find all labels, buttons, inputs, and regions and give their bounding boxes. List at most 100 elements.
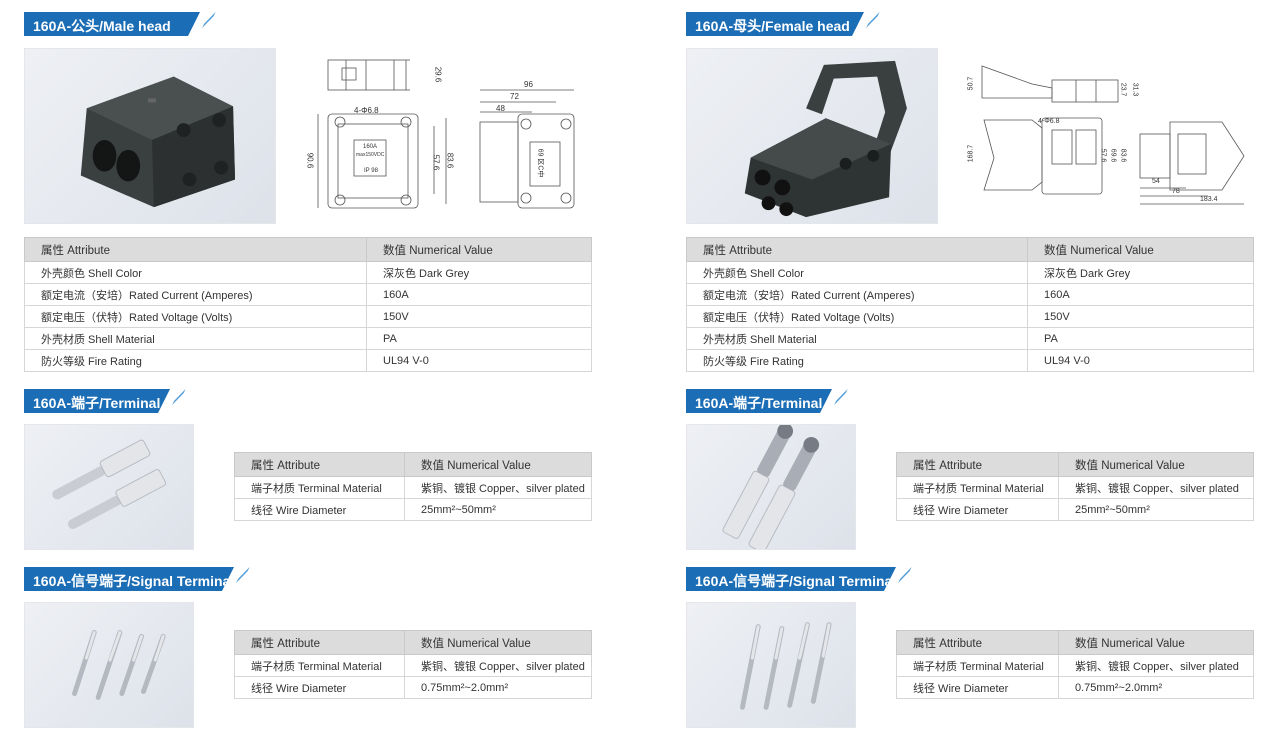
value-cell: 160A [366,283,592,306]
table-header: 属性 Attribute 数值 Numerical Value [234,452,592,477]
drawing-label: 160A [363,144,378,150]
female-head-photo [686,48,938,224]
male-head-spec-table: 属性 Attribute 数值 Numerical Value 外壳颜色 She… [24,237,592,372]
dim-78: 78 [1172,188,1180,195]
dim-29: 29.6 [433,66,443,83]
attribute-header: 属性 Attribute [896,630,1059,655]
value-cell: 160A [1027,283,1254,306]
value-cell: 150V [366,305,592,328]
value-cell: 25mm²~50mm² [1058,498,1254,521]
terminal-right-title: 160A-端子/Terminal [695,395,823,411]
dim-96: 96 [524,80,533,89]
value-cell: 150V [1027,305,1254,328]
male-head-photo [24,48,276,224]
attr-cell: 端子材质 Terminal Material [234,476,405,499]
terminal-left-banner: 160A-端子/Terminal [24,389,184,413]
attr-cell: 端子材质 Terminal Material [896,476,1059,499]
attr-cell: 外壳颜色 Shell Color [24,261,367,284]
signal-right-photo [686,602,856,728]
terminal-left-title: 160A-端子/Terminal [33,395,161,411]
table-header: 属性 Attribute 数值 Numerical Value [234,630,592,655]
terminal-left-spec-table: 属性 Attribute 数值 Numerical Value 端子材质 Ter… [234,452,592,521]
table-header: 属性 Attribute 数值 Numerical Value [896,452,1254,477]
attr-cell: 额定电压（伏特）Rated Voltage (Volts) [24,305,367,328]
attr-cell: 额定电压（伏特）Rated Voltage (Volts) [686,305,1028,328]
attr-cell: 外壳材质 Shell Material [686,327,1028,350]
value-cell: 紫铜、镀银 Copper、silver plated [404,654,592,677]
signal-right-banner: 160A-信号端子/Signal Terminal [686,567,912,591]
dim-57: 57.6 [431,154,441,171]
value-header: 数值 Numerical Value [404,452,592,477]
signal-right-title: 160A-信号端子/Signal Terminal [695,573,897,589]
attr-cell: 线径 Wire Diameter [234,498,405,521]
terminal-right-photo [686,424,856,550]
value-header: 数值 Numerical Value [1027,237,1254,262]
value-cell: 紫铜、镀银 Copper、silver plated [404,476,592,499]
female-head-banner: 160A-母头/Female head [686,12,882,36]
drawing-ip: IP 98 [364,168,378,174]
male-head-banner: 160A-公头/Male head [24,12,216,36]
value-cell: 深灰色 Dark Grey [1027,261,1254,284]
female-head-spec-table: 属性 Attribute 数值 Numerical Value 外壳颜色 She… [686,237,1254,372]
table-row: 额定电流（安培）Rated Current (Amperes)160A [686,283,1254,306]
dim-72: 72 [510,92,519,101]
male-head-drawing: 29.6 4-Φ6.8 90.6 57.6 83.6 160A max150VD… [305,52,592,220]
attr-cell: 外壳颜色 Shell Color [686,261,1028,284]
attr-cell: 端子材质 Terminal Material [896,654,1059,677]
table-header: 属性 Attribute 数值 Numerical Value [896,630,1254,655]
terminal-left-photo [24,424,194,550]
value-cell: PA [1027,327,1254,350]
value-cell: 0.75mm²~2.0mm² [1058,676,1254,699]
attr-cell: 线径 Wire Diameter [896,676,1059,699]
attr-cell: 端子材质 Terminal Material [234,654,405,677]
dim-83: 83.6 [445,152,455,169]
drawing-volt: max150VDC [356,152,385,158]
attr-cell: 防火等级 Fire Rating [686,349,1028,372]
dim-31: 31.3 [1131,82,1139,97]
value-cell: 25mm²~50mm² [404,498,592,521]
attr-cell: 额定电流（安培）Rated Current (Amperes) [24,283,367,306]
attribute-header: 属性 Attribute [686,237,1028,262]
dim-183: 183.4 [1200,196,1218,203]
attr-cell: 防火等级 Fire Rating [24,349,367,372]
value-header: 数值 Numerical Value [404,630,592,655]
dim-hole: 4-Φ6.8 [354,106,379,115]
signal-left-photo [24,602,194,728]
table-header: 属性 Attribute 数值 Numerical Value [24,237,592,262]
signal-right-spec-table: 属性 Attribute 数值 Numerical Value 端子材质 Ter… [896,630,1254,699]
value-cell: 深灰色 Dark Grey [366,261,592,284]
value-cell: UL94 V-0 [1027,349,1254,372]
table-row: 额定电流（安培）Rated Current (Amperes)160A [24,283,592,306]
signal-left-banner: 160A-信号端子/Signal Terminal [24,567,250,591]
dim-90: 90.6 [305,152,315,169]
dim-hole-f: 4-Φ6.8 [1038,118,1060,125]
dim-54: 54 [1152,178,1160,185]
value-cell: UL94 V-0 [366,349,592,372]
attr-cell: 线径 Wire Diameter [234,676,405,699]
male-head-title: 160A-公头/Male head [33,18,171,34]
value-cell: 0.75mm²~2.0mm² [404,676,592,699]
attribute-header: 属性 Attribute [896,452,1059,477]
table-row: 额定电压（伏特）Rated Voltage (Volts)150V [686,305,1254,328]
attr-cell: 线径 Wire Diameter [896,498,1059,521]
table-row: 额定电压（伏特）Rated Voltage (Volts)150V [24,305,592,328]
value-header: 数值 Numerical Value [1058,630,1254,655]
dim-50: 50.7 [967,76,975,91]
attribute-header: 属性 Attribute [234,630,405,655]
dim-57-f: 57.6 [1099,148,1107,163]
female-head-title: 160A-母头/Female head [695,18,850,34]
value-header: 数值 Numerical Value [1058,452,1254,477]
